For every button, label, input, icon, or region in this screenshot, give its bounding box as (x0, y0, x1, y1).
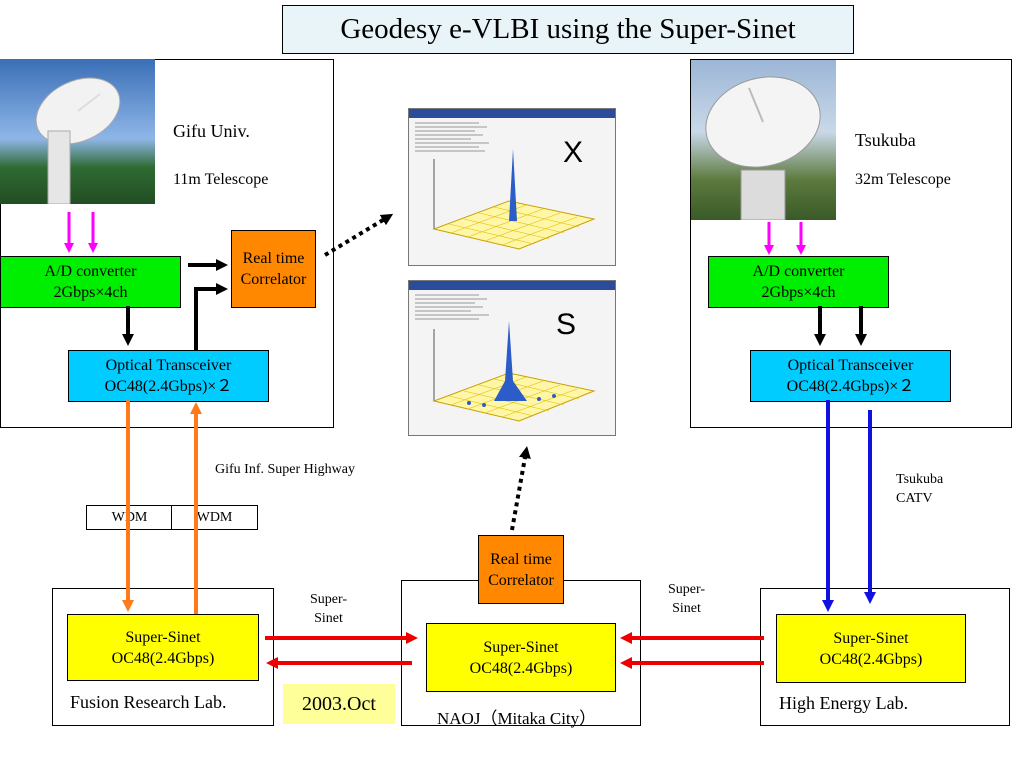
gifu-telescope-label: 11m Telescope (173, 171, 269, 188)
tsukuba-site-label: Tsukuba (855, 130, 916, 150)
tsukuba-ad-converter: A/D converter 2Gbps×4ch (708, 256, 889, 308)
fusion-supersinet-box: Super-Sinet OC48(2.4Gbps) (67, 614, 259, 681)
gifu-ad-converter: A/D converter 2Gbps×4ch (0, 256, 181, 308)
x-band-label: X (563, 136, 584, 169)
s-band-fringe-plot (408, 280, 616, 436)
tsukuba-telescope-photo (691, 60, 836, 221)
gifu-correlator-to-results-arrow (323, 213, 394, 257)
supersinet-right-label: Super- Sinet (668, 582, 706, 616)
fusion-lab-label: Fusion Research Lab. (70, 692, 227, 712)
slide-title: Geodesy e-VLBI using the Super-Sinet (282, 5, 854, 54)
s-band-label: S (556, 308, 577, 341)
hel-supersinet-box: Super-Sinet OC48(2.4Gbps) (776, 614, 966, 683)
gifu-realtime-correlator: Real time Correlator (231, 230, 316, 308)
naoj-correlator-to-results-arrow (510, 446, 531, 531)
high-energy-lab-label: High Energy Lab. (779, 693, 909, 713)
gifu-transceiver-to-correlator-arrow (194, 283, 228, 350)
gifu-highway-label: Gifu Inf. Super Highway (215, 462, 355, 477)
x-band-fringe-plot (408, 108, 616, 266)
naoj-label: NAOJ（Mitaka City） (437, 709, 597, 728)
date-badge: 2003.Oct (283, 684, 395, 724)
gifu-optical-transceiver: Optical Transceiver OC48(2.4Gbps)×２ (68, 350, 269, 402)
naoj-realtime-correlator: Real time Correlator (478, 535, 564, 604)
gifu-site-label: Gifu Univ. (173, 121, 250, 141)
wdm-right: WDM (171, 505, 258, 530)
naoj-supersinet-box: Super-Sinet OC48(2.4Gbps) (426, 623, 616, 692)
gifu-telescope-photo (0, 59, 155, 205)
tsukuba-optical-transceiver: Optical Transceiver OC48(2.4Gbps)×２ (750, 350, 951, 402)
supersinet-left-label: Super- Sinet (310, 592, 348, 626)
tsukuba-catv-label: Tsukuba CATV (896, 472, 944, 506)
tsukuba-telescope-label: 32m Telescope (855, 171, 951, 188)
